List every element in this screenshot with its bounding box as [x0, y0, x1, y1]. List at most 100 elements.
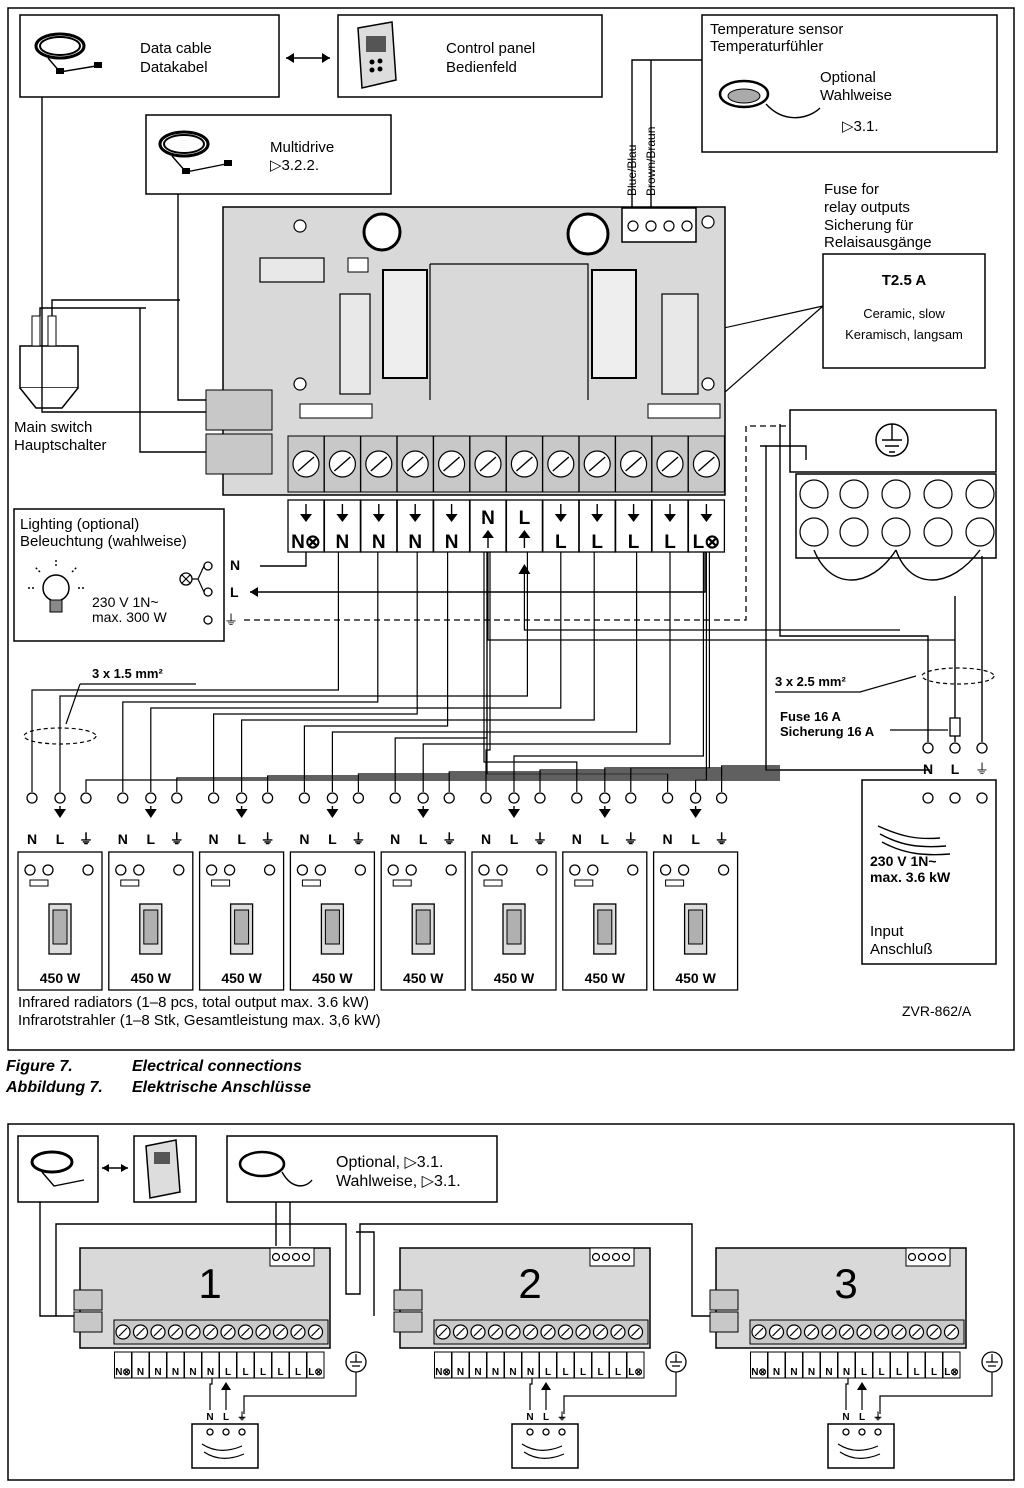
cable-annotation-large: 3 x 2.5 mm² Fuse 16 A Sicherung 16 A [775, 667, 995, 739]
unit-terminal-label: N [154, 1367, 161, 1378]
radiator-pin-label: ⏚ [79, 831, 93, 847]
fuse-title-4: Relaisausgänge [824, 234, 932, 251]
radiator-pin-label: N [299, 831, 309, 847]
temperature-sensor-box: Temperature sensor Temperaturfühler Opti… [701, 14, 998, 153]
radiator-power: 450 W [40, 970, 81, 986]
control-panel-icon [357, 21, 397, 89]
unit-terminal-label: N [790, 1367, 797, 1378]
connector-port [205, 433, 273, 475]
unit-terminal-label: N [843, 1367, 850, 1378]
radiator-power: 450 W [221, 970, 262, 986]
data-cable-label-en: Data cable [140, 40, 212, 57]
lighting-label-en: Lighting (optional) [20, 516, 139, 533]
radiators-caption-en: Infrared radiators (1–8 pcs, total outpu… [18, 994, 369, 1011]
fig8-cable-box [17, 1135, 99, 1203]
unit-terminal-label: L [615, 1367, 621, 1378]
unit-input-pin: ⏚ [557, 1411, 567, 1423]
radiator-pin-label: ⏚ [624, 831, 638, 847]
lighting-label-de: Beleuchtung (wahlweise) [20, 533, 187, 550]
lighting-pin-ground: ⏚ [224, 612, 238, 628]
lighting-box: Lighting (optional) Beleuchtung (wahlwei… [13, 508, 240, 642]
unit-terminal-label: N [492, 1367, 499, 1378]
unit-terminal-label: N⊗ [751, 1367, 767, 1378]
radiator-pin-label: L [56, 831, 65, 847]
radiator-pin-label: L [147, 831, 156, 847]
control-panel-box: Control panel Bedienfeld [337, 14, 603, 98]
drawing-code: ZVR-862/A [902, 1003, 972, 1019]
fuse16-label-de: Sicherung 16 A [780, 724, 875, 739]
control-panel-label-en: Control panel [446, 40, 535, 57]
input-pin-ground: ⏚ [975, 761, 989, 777]
unit-terminal-label: L [931, 1367, 937, 1378]
radiator-pin-label: L [601, 831, 610, 847]
terminal-label: L [664, 532, 676, 553]
radiator-pin-label: L [691, 831, 700, 847]
terminal-label: L [519, 508, 531, 529]
terminal-label: L [628, 532, 640, 553]
multidrive-ref: ▷3.2.2. [270, 157, 319, 174]
double-arrow-icon [286, 53, 330, 63]
unit-terminal-label: N [172, 1367, 179, 1378]
caption-title-en: Electrical connections [132, 1058, 302, 1075]
figure8-frame [7, 1123, 1015, 1481]
radiator-pin-label: ⏚ [170, 831, 184, 847]
radiator-power: 450 W [403, 970, 444, 986]
sensor-wires: Blue/Blau Brown/Braun [625, 59, 702, 208]
unit-input-pin: L [223, 1412, 229, 1423]
fuse-rating: T2.5 A [882, 272, 927, 289]
temp-sensor-label-de: Temperaturfühler [710, 38, 823, 55]
unit-terminal-label: L [861, 1367, 867, 1378]
lighting-pin-l: L [230, 584, 239, 600]
input-label-en: Input [870, 923, 904, 940]
unit-input-pin: ⏚ [873, 1411, 883, 1423]
unit-input-pin: N [842, 1412, 849, 1423]
radiator-power: 450 W [675, 970, 716, 986]
lighting-n-wire [260, 552, 307, 567]
caption-number-de: Abbildung 7. [5, 1079, 103, 1096]
unit-terminal-label: N [825, 1367, 832, 1378]
unit-terminal-label: L [878, 1367, 884, 1378]
control-panel-label-de: Bedienfeld [446, 59, 517, 76]
radiator-pin-label: ⏚ [351, 831, 365, 847]
lighting-ground-wire [244, 425, 796, 621]
unit-terminal-label: N [527, 1367, 534, 1378]
unit-terminal-label: N [509, 1367, 516, 1378]
unit-terminal-label: N [808, 1367, 815, 1378]
unit-number: 3 [834, 1260, 857, 1307]
unit-terminal-label: L [295, 1367, 301, 1378]
caption-number-en: Figure 7. [6, 1058, 73, 1075]
unit-terminal-label: L [545, 1367, 551, 1378]
radiator-power: 450 W [494, 970, 535, 986]
fig8-panel-box [133, 1135, 197, 1203]
unit-input-pin: N [526, 1412, 533, 1423]
unit-terminal-label: N⊗ [115, 1367, 131, 1378]
radiator-pin-label: ⏚ [533, 831, 547, 847]
terminal-label: N [481, 508, 495, 529]
unit-input-pin: L [543, 1412, 549, 1423]
multidrive-wire [177, 194, 206, 401]
terminal-label: L⊗ [693, 532, 721, 553]
temp-ref: ▷3.1. [842, 118, 879, 135]
fuse-title-1: Fuse for [824, 181, 879, 198]
input-spec-2: max. 3.6 kW [870, 869, 951, 885]
input-spec-1: 230 V 1N~ [870, 853, 937, 869]
wire-blue-label: Blue/Blau [625, 145, 639, 196]
radiator-pin-label: ⏚ [715, 831, 729, 847]
switch-wire [139, 308, 206, 453]
radiator-pin-label: L [510, 831, 519, 847]
caption-title-de: Elektrische Anschlüsse [132, 1079, 311, 1096]
input-label-de: Anschluß [870, 941, 933, 958]
main-switch-label-de: Hauptschalter [14, 437, 107, 454]
fuse-type-en: Ceramic, slow [863, 306, 945, 321]
fuse-title-2: relay outputs [824, 199, 910, 216]
terminal-label: N [445, 532, 459, 553]
radiator-pin-label: N [209, 831, 219, 847]
fig8-optional-de: Wahlweise, ▷3.1. [336, 1173, 461, 1190]
terminal-label: N [336, 532, 350, 553]
